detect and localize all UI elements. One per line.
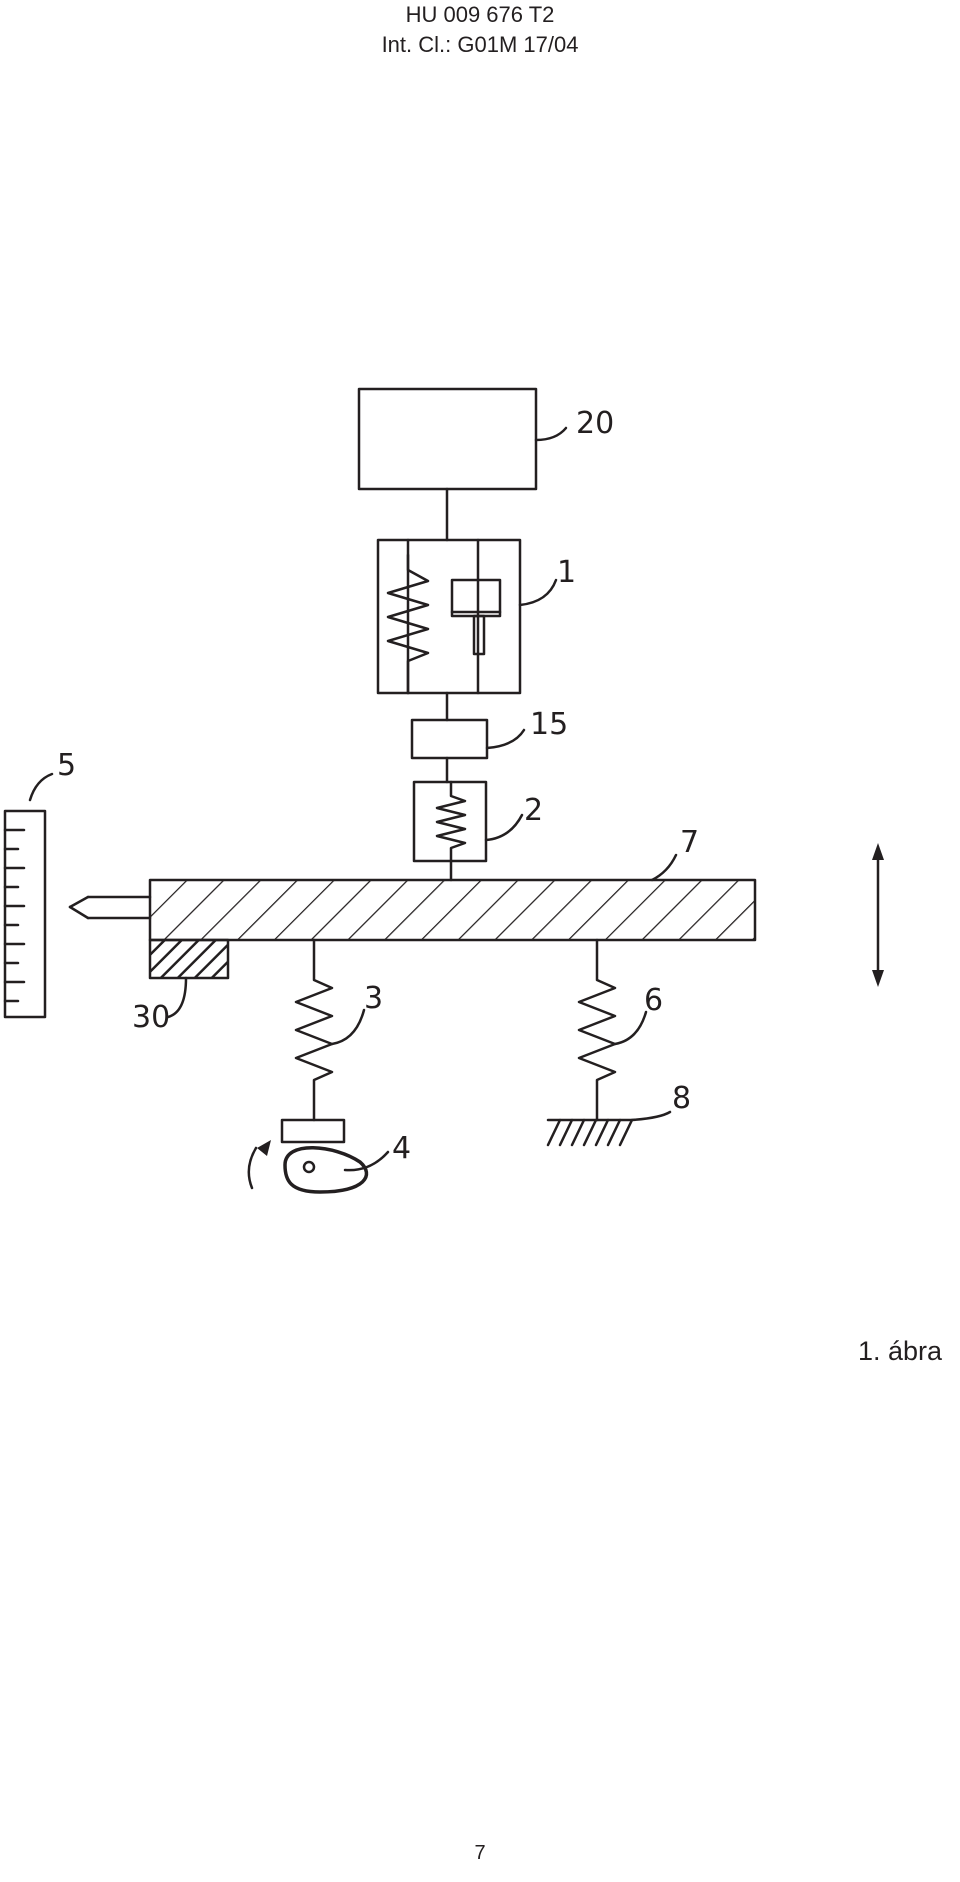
- box-20: [357, 387, 538, 491]
- figure-caption: 1. ábra: [858, 1336, 943, 1366]
- scale-5: [3, 809, 47, 1019]
- label-5: 5: [57, 748, 76, 783]
- damper-spring: [386, 553, 430, 695]
- label-6: 6: [644, 983, 663, 1018]
- damper-cylinder: [450, 578, 502, 618]
- follower: [280, 1118, 346, 1144]
- mass-30: [148, 938, 230, 980]
- label-1: 1: [557, 555, 576, 590]
- label-8: 8: [672, 1081, 691, 1116]
- spring-6: [577, 938, 617, 1122]
- page-header: HU 009 676 T2 Int. Cl.: G01M 17/04: [0, 0, 960, 60]
- page-number: 7: [474, 1842, 486, 1864]
- label-2: 2: [524, 793, 543, 828]
- patent-number: HU 009 676 T2: [405, 2, 555, 27]
- damper-unit-1: [376, 538, 522, 695]
- spring-2: [435, 780, 467, 863]
- cam-4: [283, 1146, 369, 1194]
- label-4: 4: [392, 1131, 411, 1166]
- box-15: [410, 718, 489, 760]
- label-3: 3: [364, 981, 383, 1016]
- rotation-arrow: [247, 1146, 258, 1190]
- classification: Int. Cl.: G01M 17/04: [381, 32, 579, 57]
- label-20: 20: [576, 406, 614, 441]
- label-15: 15: [530, 707, 568, 742]
- label-7: 7: [680, 825, 699, 860]
- plate-7: [148, 878, 757, 942]
- spring-3: [294, 938, 334, 1122]
- label-30: 30: [132, 1000, 170, 1035]
